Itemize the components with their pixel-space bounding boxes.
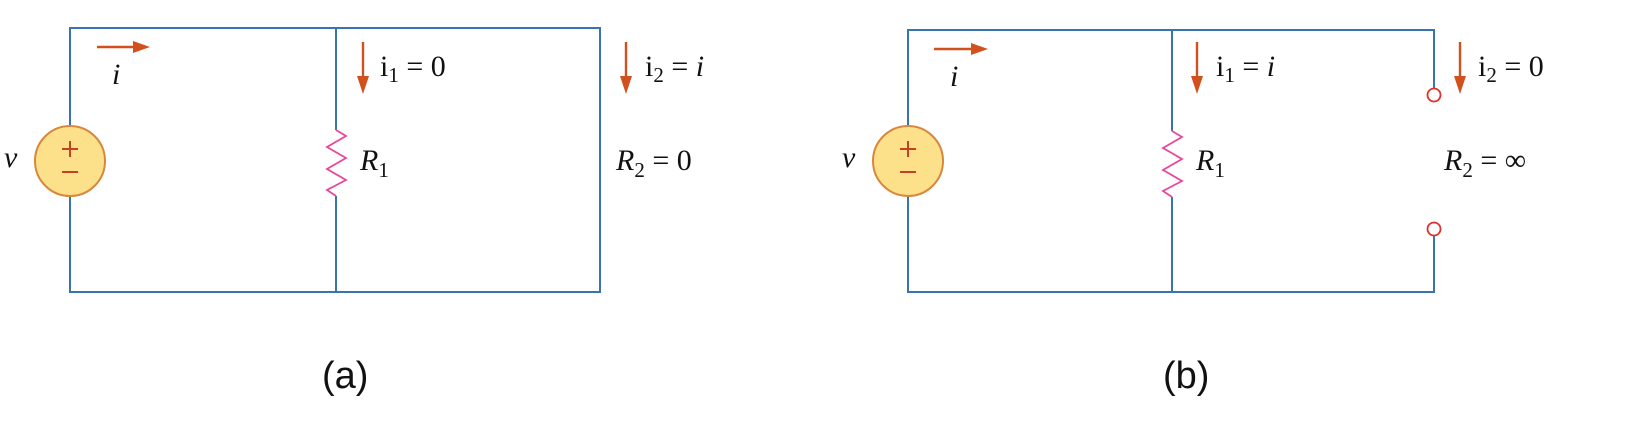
circuit-a-i1-arrow bbox=[357, 42, 369, 94]
circuit-b-voltage-source bbox=[872, 125, 944, 197]
circuit-b-r1-label: R1 bbox=[1195, 144, 1225, 182]
circuit-b-terminal-top bbox=[1426, 87, 1442, 103]
circuit-a-i2-arrow bbox=[620, 42, 632, 94]
circuit-a-i1-label: i1 = 0 bbox=[380, 50, 446, 87]
circuit-a-source-label: v bbox=[4, 141, 18, 174]
circuit-b-caption: (b) bbox=[1163, 355, 1209, 397]
circuit-b-i2-label: i2 = 0 bbox=[1478, 50, 1544, 87]
circuit-b: v i i1 = i i2 = 0 R1 R2 = ∞ (b) bbox=[842, 29, 1544, 397]
circuit-a-current-arrow bbox=[97, 41, 150, 53]
circuit-a-voltage-source bbox=[34, 125, 106, 197]
circuit-b-r2-label: R2 = ∞ bbox=[1443, 144, 1526, 182]
circuit-a-current-label: i bbox=[112, 58, 120, 91]
circuit-a-resistor-r1 bbox=[325, 129, 348, 197]
circuit-b-i1-label: i1 = i bbox=[1216, 50, 1275, 87]
circuit-b-i1-arrow bbox=[1191, 42, 1203, 94]
circuit-a: v i i1 = 0 i2 = i R1 R2 = 0 (a) bbox=[4, 27, 704, 397]
circuit-b-resistor-r1 bbox=[1161, 130, 1184, 198]
circuit-b-current-arrow bbox=[934, 43, 988, 55]
circuit-a-r1-label: R1 bbox=[359, 144, 389, 182]
circuit-a-i2-label: i2 = i bbox=[645, 50, 704, 87]
circuit-b-source-label: v bbox=[842, 141, 856, 174]
circuit-b-terminal-bottom bbox=[1426, 221, 1442, 237]
circuit-b-current-label: i bbox=[950, 60, 958, 93]
circuit-a-r2-label: R2 = 0 bbox=[615, 144, 692, 182]
circuit-b-i2-arrow bbox=[1454, 42, 1466, 94]
circuit-a-caption: (a) bbox=[322, 355, 368, 397]
circuit-a-wire-left-top bbox=[69, 27, 601, 293]
